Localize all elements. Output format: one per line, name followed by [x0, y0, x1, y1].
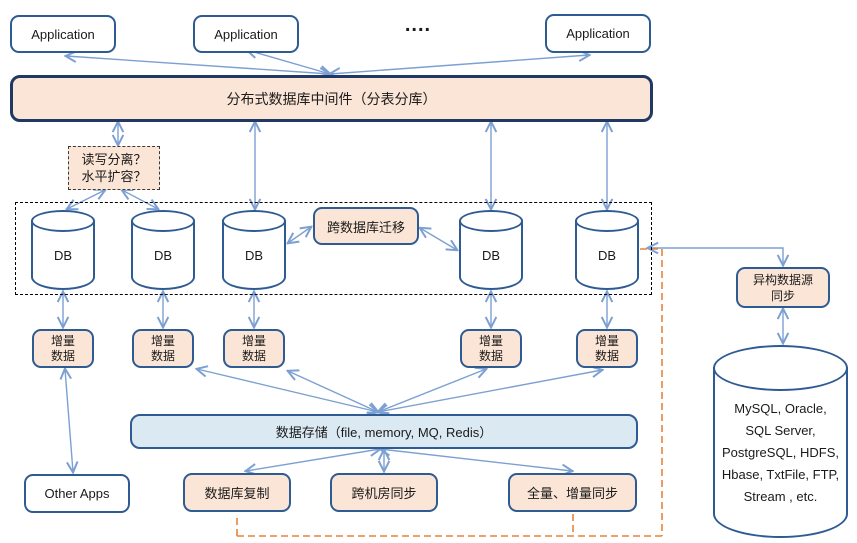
source-line-1: MySQL, Oracle, [734, 401, 827, 416]
application-label: Application [31, 26, 95, 42]
cylinder-body [713, 367, 848, 538]
db-label: DB [53, 248, 73, 263]
application-box-2: Application [193, 15, 299, 53]
db-cylinder-3: DB [222, 210, 286, 290]
delta-line1: 增量 [478, 333, 503, 348]
db-label: DB [244, 248, 264, 263]
db-cylinder-4: DB [459, 210, 523, 290]
source-line-3: PostgreSQL, HDFS, [721, 445, 840, 460]
cylinder-top [31, 210, 95, 232]
db-cylinder-1: DB [31, 210, 95, 290]
delta-data-box-4: 增量数据 [460, 329, 522, 368]
db-replication-box: 数据库复制 [183, 473, 291, 512]
cross-idc-sync-label: 跨机房同步 [351, 486, 417, 501]
delta-line2: 数据 [594, 348, 619, 363]
application-box-1: Application [10, 15, 116, 53]
delta-line2: 数据 [241, 348, 266, 363]
hetero-sync-line1: 异构数据源 [752, 272, 813, 287]
delta-line2: 数据 [50, 348, 75, 363]
db-replication-label: 数据库复制 [204, 486, 270, 501]
data-storage-bar: 数据存储（file, memory, MQ, Redis） [130, 414, 638, 449]
delta-line1: 增量 [241, 333, 266, 348]
cylinder-body [459, 220, 523, 290]
delta-data-box-1: 增量数据 [32, 329, 94, 368]
note-box: 读写分离？ 水平扩容？ [68, 146, 160, 190]
delta-line1: 增量 [150, 333, 175, 348]
application-label: Application [214, 26, 278, 42]
db-cylinder-2: DB [131, 210, 195, 290]
cylinder-top [459, 210, 523, 232]
cylinder-top [222, 210, 286, 232]
note-line2: 水平扩容？ [81, 169, 147, 184]
delta-data-box-5: 增量数据 [576, 329, 638, 368]
delta-line2: 数据 [478, 348, 503, 363]
middleware-bar: 分布式数据库中间件（分表分库） [10, 75, 653, 122]
data-sources-cylinder: MySQL, Oracle, SQL Server, PostgreSQL, H… [713, 345, 848, 538]
delta-line2: 数据 [150, 348, 175, 363]
delta-data-box-2: 增量数据 [132, 329, 194, 368]
application-label: Application [566, 26, 630, 41]
source-line-2: SQL Server, [745, 423, 816, 438]
delta-data-box-3: 增量数据 [223, 329, 285, 368]
ellipsis-more-apps: .... [404, 13, 432, 36]
cylinder-top [131, 210, 195, 232]
data-storage-label: 数据存储（file, memory, MQ, Redis） [275, 425, 493, 440]
note-line1: 读写分离？ [81, 152, 147, 167]
middleware-label: 分布式数据库中间件（分表分库） [226, 90, 437, 107]
other-apps-box: Other Apps [24, 474, 130, 513]
db-label: DB [597, 248, 617, 263]
cross-idc-sync-box: 跨机房同步 [330, 473, 438, 512]
source-line-4: Hbase, TxtFile, FTP, [721, 467, 840, 482]
cylinder-top [713, 345, 848, 391]
cross-db-migration-label: 跨数据库迁移 [326, 219, 405, 235]
cross-db-migration-box: 跨数据库迁移 [313, 207, 419, 245]
full-delta-sync-label: 全量、增量同步 [526, 486, 618, 501]
blue-connectors [63, 50, 783, 472]
hetero-sync-box: 异构数据源 同步 [736, 267, 830, 308]
db-label: DB [481, 248, 501, 263]
db-cylinder-5: DB [575, 210, 639, 290]
source-line-5: Stream , etc. [743, 489, 818, 504]
delta-line1: 增量 [50, 333, 75, 348]
full-delta-sync-box: 全量、增量同步 [508, 473, 637, 512]
other-apps-label: Other Apps [44, 486, 110, 501]
db-label: DB [153, 248, 173, 263]
delta-line1: 增量 [594, 333, 619, 348]
application-box-3: Application [545, 14, 651, 53]
cylinder-top [575, 210, 639, 232]
hetero-sync-line2: 同步 [770, 288, 795, 303]
